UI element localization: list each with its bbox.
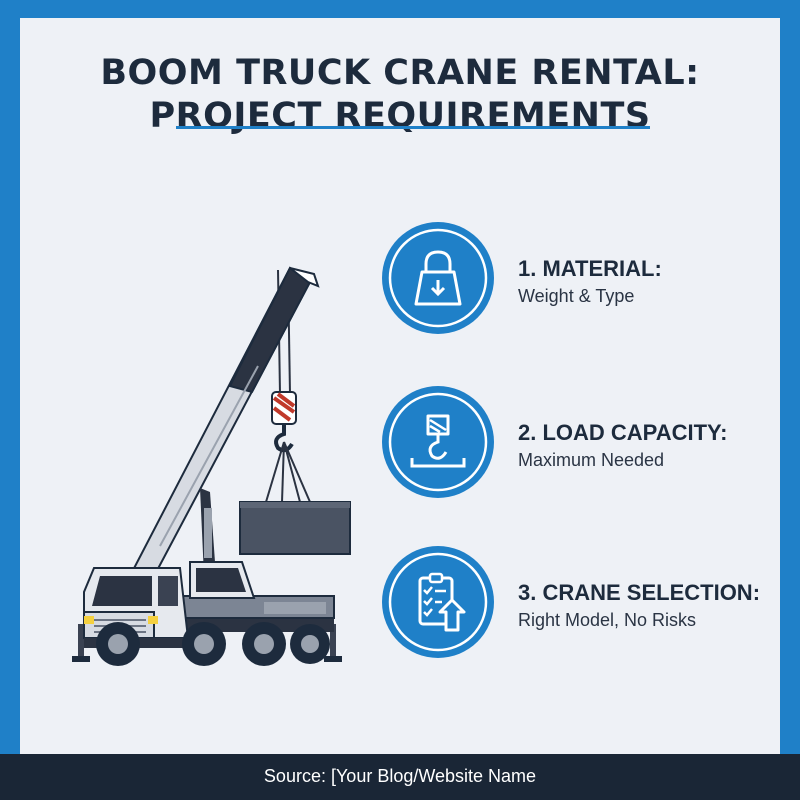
source-text: Source: [Your Blog/Website Name	[263, 766, 537, 786]
clipboard-checklist-icon	[382, 546, 494, 658]
title-underline	[176, 126, 650, 129]
crane-hook-icon	[382, 386, 494, 498]
title-line-1: BOOM TRUCK CRANE RENTAL:	[100, 53, 700, 93]
requirement-material: 1. MATERIAL: Weight & Type	[382, 222, 772, 334]
page-title: BOOM TRUCK CRANE RENTAL: PROJECT REQUIRE…	[20, 52, 780, 138]
requirement-description: Weight & Type	[518, 286, 635, 306]
requirement-load-capacity: 2. LOAD CAPACITY: Maximum Needed	[382, 386, 772, 498]
requirement-description: Maximum Needed	[518, 450, 665, 470]
requirement-crane-selection: 3. CRANE SELECTION: Right Model, No Risk…	[382, 546, 772, 658]
requirement-description: Right Model, No Risks	[518, 610, 697, 630]
padlock-weight-icon	[382, 222, 494, 334]
infographic-panel: BOOM TRUCK CRANE RENTAL: PROJECT REQUIRE…	[20, 18, 780, 754]
requirement-heading: 1. MATERIAL:	[518, 256, 662, 281]
source-footer: Source: [Your Blog/Website Name	[0, 754, 800, 800]
requirement-heading: 3. CRANE SELECTION:	[518, 580, 761, 605]
requirement-heading: 2. LOAD CAPACITY:	[518, 420, 728, 445]
title-line-2: PROJECT REQUIREMENTS	[149, 96, 651, 136]
boom-truck-crane-icon	[72, 266, 351, 666]
